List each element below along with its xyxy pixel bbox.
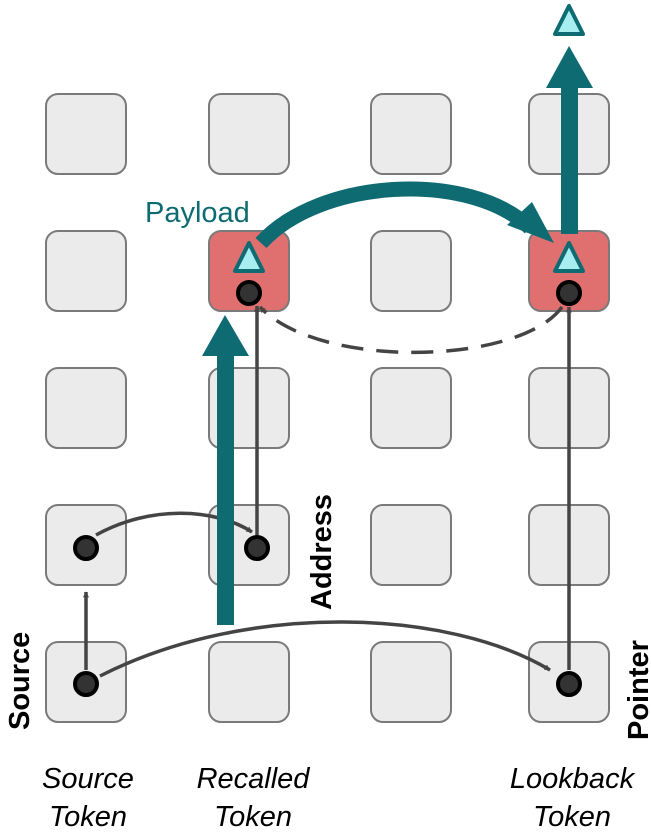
source-to-address-arrow (95, 511, 253, 537)
recall-thick-arrow-shaft (217, 352, 234, 625)
output-thick-arrow-shaft (561, 84, 578, 234)
triangle-icon (553, 4, 585, 36)
dot-markers (73, 280, 582, 697)
column-label-lookback-line2: Token (533, 801, 611, 832)
column-label-recalled-line1: Recalled (197, 763, 311, 795)
triangle-markers (233, 4, 585, 273)
address-label: Address (306, 494, 338, 610)
output-thick-arrow-head (546, 46, 593, 88)
cell-r5-c3 (370, 641, 452, 723)
cell-r1-c1 (45, 93, 127, 175)
dot-icon (244, 535, 270, 561)
grid (45, 93, 610, 723)
dot-icon (73, 535, 99, 561)
lookback-dashed-arrow (258, 305, 564, 355)
thin-arrows (83, 305, 572, 678)
cell-r2-c3 (370, 230, 452, 312)
cell-r1-c2 (208, 93, 290, 175)
column-label-source-line2: Token (49, 801, 127, 832)
recall-thick-arrow-head (202, 315, 249, 356)
dot-icon (556, 280, 582, 306)
column-label-source-line1: Source (42, 763, 134, 795)
triangle-icon (233, 241, 265, 273)
payload-curved-arrow-head (507, 202, 554, 243)
source-label: Source (4, 632, 36, 730)
pointer-label: Pointer (623, 640, 651, 740)
cell-r5-c2 (208, 641, 290, 723)
column-label-recalled-line2: Token (214, 801, 292, 832)
triangle-icon (553, 241, 585, 273)
payload-curved-arrow-shaft (255, 181, 536, 249)
cell-r3-c1 (45, 367, 127, 449)
dot-icon (556, 671, 582, 697)
column-label-lookback-line1: Lookback (510, 763, 636, 795)
source-to-pointer-arrow (99, 620, 551, 678)
dot-icon (236, 280, 262, 306)
teal-arrows (202, 46, 593, 625)
cell-r4-c3 (370, 504, 452, 586)
cell-r2-c1 (45, 230, 127, 312)
payload-label: Payload (145, 197, 250, 229)
dot-icon (73, 671, 99, 697)
cell-r3-c3 (370, 367, 452, 449)
cell-r1-c3 (370, 93, 452, 175)
